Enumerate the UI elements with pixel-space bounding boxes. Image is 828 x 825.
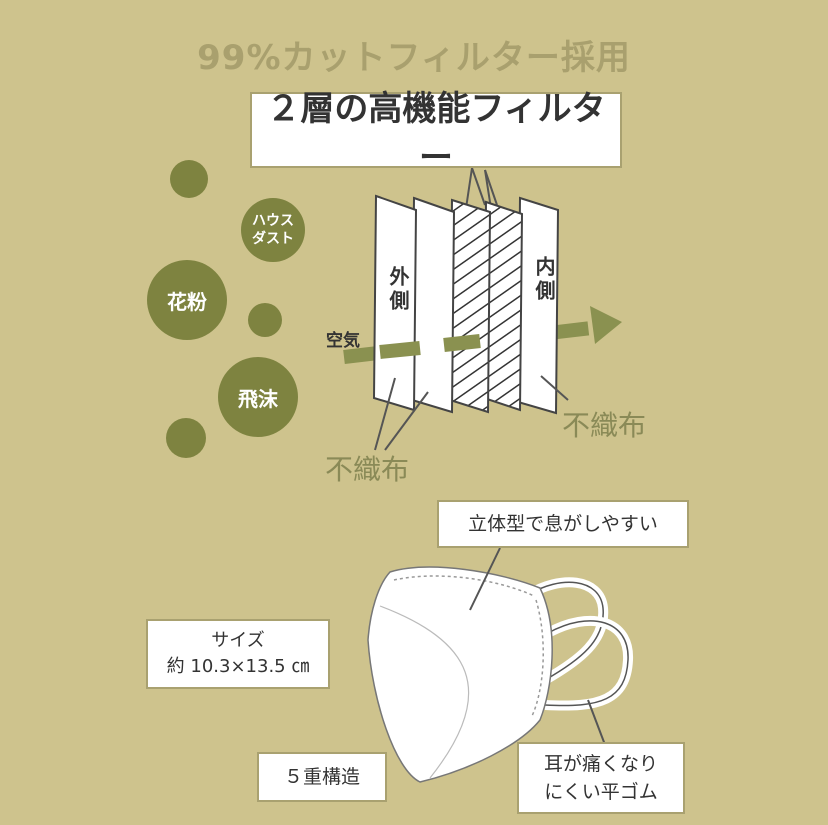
structure-callout: ５重構造 [257, 752, 387, 802]
particle-pollen: 花粉 [147, 260, 227, 340]
size-value: 約 10.3×13.5 ㎝ [166, 656, 310, 677]
layer-outer-2 [410, 196, 456, 414]
shape-callout: 立体型で息がしやすい [437, 500, 689, 548]
ear-line-1: 耳が痛くなり [543, 753, 658, 775]
particle-house-dust: ハウス ダスト [241, 198, 305, 262]
headline: 99%カットフィルター採用 [197, 38, 631, 78]
mask-illustration [367, 566, 634, 783]
filter-layers [372, 194, 560, 415]
layer-hatched-1 [448, 198, 492, 414]
nonwoven-label-right: 不織布 [562, 409, 647, 442]
ear-line-2: にくい平ゴム [544, 781, 658, 803]
outer-side-label: 外側 [386, 266, 410, 314]
nonwoven-pointer-lines [374, 375, 569, 451]
nonwoven-label-left: 不織布 [325, 453, 410, 486]
layer-inner-nonwoven [516, 196, 560, 415]
particle-small-1 [170, 160, 208, 198]
size-title: サイズ [211, 630, 265, 651]
particle-small-2 [248, 303, 282, 337]
two-layer-filter-label: ２層の高機能フィルター [250, 89, 622, 178]
air-label: 空気 [326, 331, 360, 351]
particle-droplet: 飛沫 [218, 357, 298, 437]
size-callout: サイズ 約 10.3×13.5 ㎝ [146, 619, 330, 689]
particle-small-3 [166, 418, 206, 458]
inner-side-label: 内側 [532, 256, 556, 304]
ear-loop-callout: 耳が痛くなり にくい平ゴム [517, 742, 685, 814]
